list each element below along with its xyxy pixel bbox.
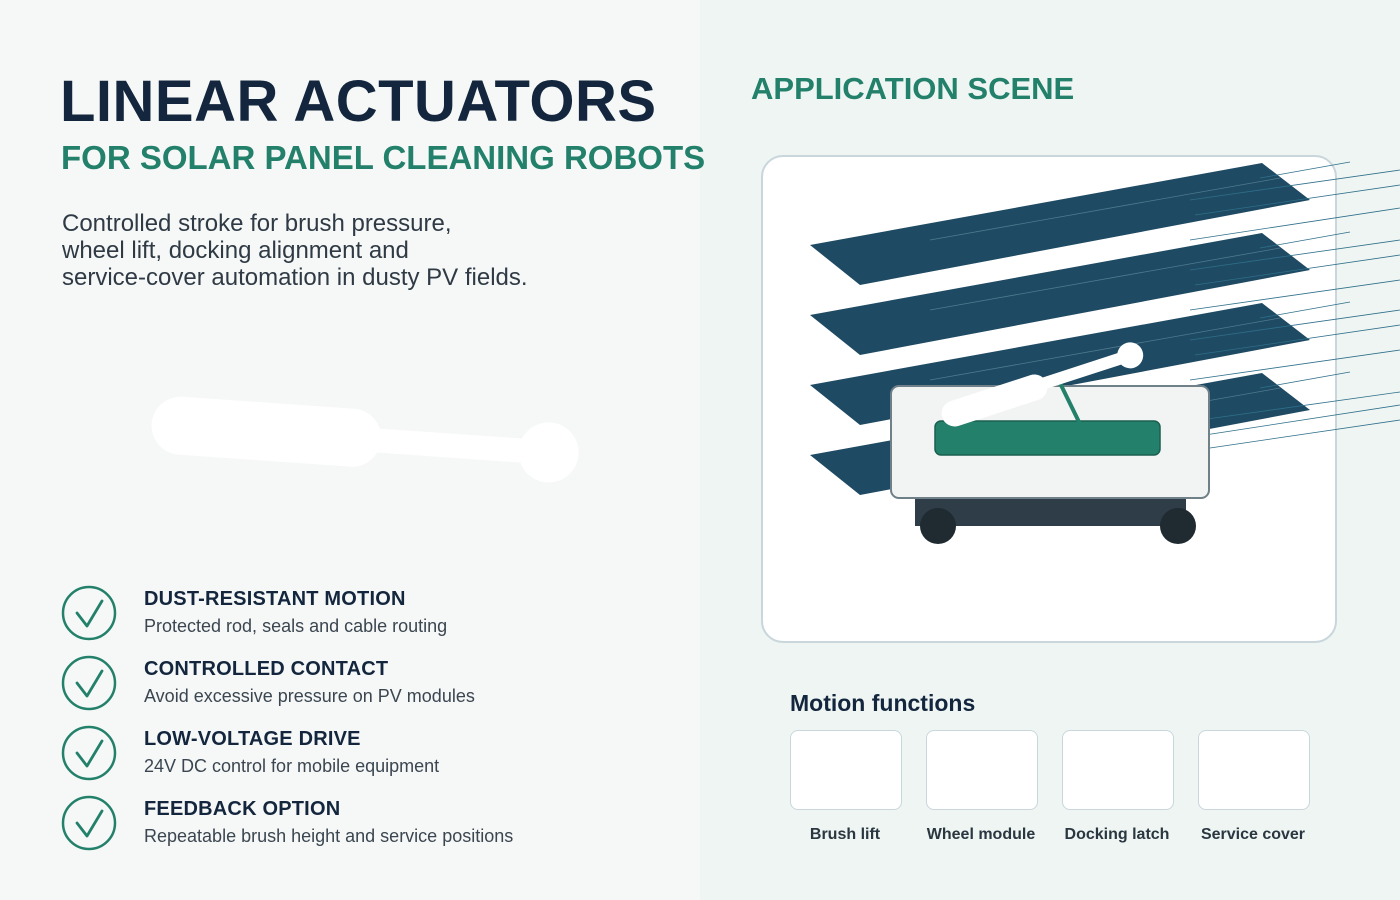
check-circle-icon bbox=[61, 795, 117, 851]
description-line: Controlled stroke for brush pressure, bbox=[62, 210, 452, 237]
feature-item: DUST-RESISTANT MOTION Protected rod, sea… bbox=[60, 584, 680, 654]
robot-brush bbox=[934, 420, 1161, 456]
actuator-illustration bbox=[151, 396, 579, 483]
page-title: LINEAR ACTUATORS bbox=[60, 69, 657, 134]
solar-panel bbox=[810, 233, 1310, 355]
feature-item: FEEDBACK OPTION Repeatable brush height … bbox=[60, 794, 680, 864]
motion-label-wheel-module: Wheel module bbox=[926, 826, 1036, 843]
feature-description: Repeatable brush height and service posi… bbox=[144, 826, 514, 846]
solar-panel bbox=[810, 163, 1310, 285]
feature-title: DUST-RESISTANT MOTION bbox=[144, 588, 406, 610]
check-circle-icon bbox=[61, 655, 117, 711]
feature-title: CONTROLLED CONTACT bbox=[144, 658, 389, 680]
feature-description: Avoid excessive pressure on PV modules bbox=[144, 686, 475, 706]
motion-tile-docking-latch[interactable] bbox=[1062, 730, 1174, 810]
motion-tile-wheel-module[interactable] bbox=[926, 730, 1038, 810]
robot-chassis bbox=[915, 496, 1186, 526]
check-circle-icon bbox=[61, 585, 117, 641]
motion-label-brush-lift: Brush lift bbox=[809, 826, 881, 843]
description-line: service-cover automation in dusty PV fie… bbox=[62, 264, 528, 291]
feature-list: DUST-RESISTANT MOTION Protected rod, sea… bbox=[60, 584, 680, 864]
feature-description: Protected rod, seals and cable routing bbox=[144, 616, 448, 636]
motion-tile-service-cover[interactable] bbox=[1198, 730, 1310, 810]
feature-title: LOW-VOLTAGE DRIVE bbox=[144, 728, 361, 750]
page-subtitle: FOR SOLAR PANEL CLEANING ROBOTS bbox=[61, 139, 706, 176]
panel-guide-lines bbox=[1189, 161, 1400, 449]
check-circle-icon bbox=[61, 725, 117, 781]
description-line: wheel lift, docking alignment and bbox=[62, 237, 409, 264]
description: Controlled stroke for brush pressure, wh… bbox=[62, 210, 622, 291]
robot-wheel bbox=[920, 508, 956, 544]
motion-functions-title: Motion functions bbox=[790, 690, 976, 716]
feature-description: 24V DC control for mobile equipment bbox=[144, 756, 440, 776]
robot-actuator bbox=[941, 342, 1144, 427]
motion-label-service-cover: Service cover bbox=[1200, 826, 1306, 843]
feature-item: CONTROLLED CONTACT Avoid excessive press… bbox=[60, 654, 680, 724]
feature-title: FEEDBACK OPTION bbox=[144, 798, 341, 820]
scene-title: APPLICATION SCENE bbox=[751, 71, 1075, 106]
actuator-link bbox=[1058, 382, 1082, 425]
robot-wheel bbox=[1160, 508, 1196, 544]
motion-tile-brush-lift[interactable] bbox=[790, 730, 902, 810]
cleaning-robot bbox=[890, 342, 1210, 544]
feature-item: LOW-VOLTAGE DRIVE 24V DC control for mob… bbox=[60, 724, 680, 794]
motion-label-docking-latch: Docking latch bbox=[1064, 826, 1170, 843]
